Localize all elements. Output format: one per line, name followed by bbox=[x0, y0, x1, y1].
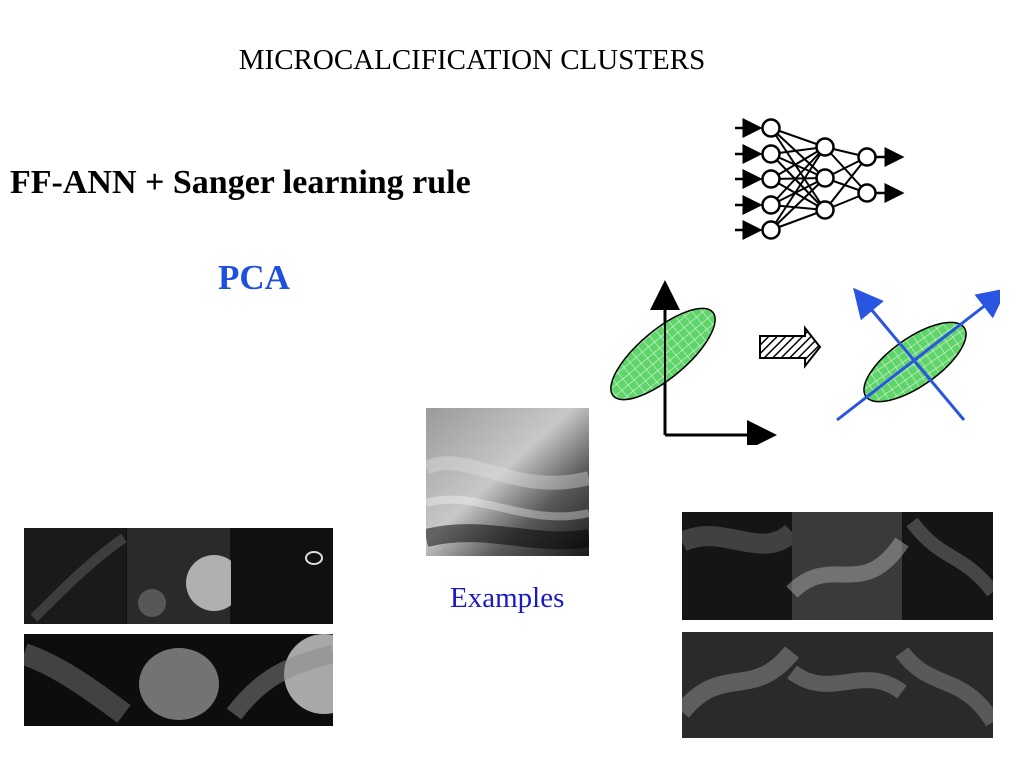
mammogram-example-center bbox=[426, 408, 589, 556]
principal-axis-1 bbox=[836, 288, 1000, 422]
neural-network-icon bbox=[735, 118, 905, 240]
slide-subtitle: FF-ANN + Sanger learning rule bbox=[10, 164, 471, 201]
mammogram-strip-2 bbox=[24, 634, 333, 726]
slide-title: MICROCALCIFICATION CLUSTERS bbox=[238, 44, 706, 76]
hatched-arrow-icon bbox=[759, 325, 822, 369]
data-ellipse-left bbox=[610, 307, 716, 401]
mammogram-strip-3 bbox=[682, 512, 993, 620]
pca-label: PCA bbox=[218, 258, 290, 297]
mammogram-strip-1 bbox=[24, 528, 333, 624]
pca-diagram bbox=[610, 280, 1000, 445]
mammogram-strip-4 bbox=[682, 632, 993, 738]
principal-axis-2 bbox=[853, 287, 966, 421]
examples-label: Examples bbox=[450, 582, 565, 614]
